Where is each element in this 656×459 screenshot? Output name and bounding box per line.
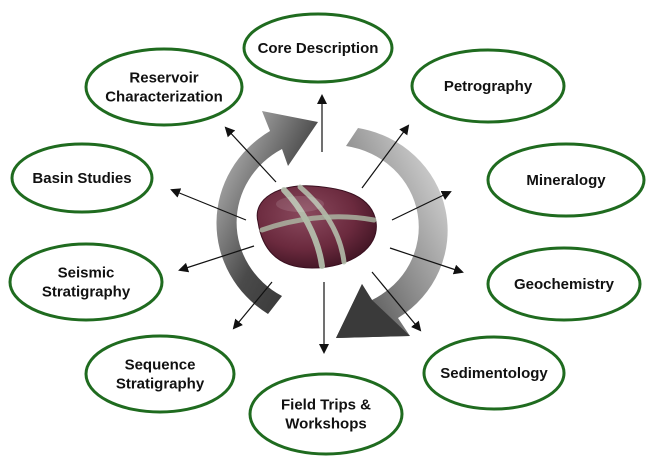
arrow-to-petrography [361, 124, 410, 189]
node-field-trips-workshops: Field Trips & Workshops [248, 372, 404, 456]
arrow-to-mineralogy [391, 190, 452, 221]
node-ellipse [10, 142, 154, 214]
arrow-to-geochemistry [389, 247, 464, 275]
node-ellipse [248, 372, 404, 456]
node-label: Petrography [444, 78, 533, 95]
node-label: Seismic [58, 265, 115, 282]
node-ellipse [8, 242, 164, 322]
node-ellipse [84, 334, 236, 414]
node-mineralogy: Mineralogy [486, 142, 646, 218]
arrow-to-seismic-stratigraphy [178, 245, 255, 273]
node-ellipse [84, 47, 244, 127]
node-label: Stratigraphy [116, 376, 205, 393]
pebble-icon [256, 184, 377, 269]
cycle-arrows [216, 111, 448, 338]
arrow-to-basin-studies [170, 188, 247, 221]
cycle-arrow-right-head [336, 284, 410, 338]
node-ellipse [410, 48, 566, 124]
connector-arrows [170, 94, 464, 354]
node-ellipse [242, 12, 394, 84]
node-sedimentology: Sedimentology [422, 335, 566, 411]
node-geochemistry: Geochemistry [486, 246, 642, 322]
node-label: Mineralogy [526, 172, 606, 189]
arrow-to-reservoir-characterization [224, 126, 277, 183]
node-label: Reservoir [129, 70, 198, 87]
service-nodes: Core DescriptionPetrographyMineralogyGeo… [8, 12, 646, 456]
node-ellipse [422, 335, 566, 411]
arrow-to-sedimentology [371, 271, 422, 332]
node-ellipse [486, 246, 642, 322]
node-label: Core Description [258, 40, 379, 57]
node-basin-studies: Basin Studies [10, 142, 154, 214]
node-label: Sequence [125, 357, 196, 374]
node-core-description: Core Description [242, 12, 394, 84]
arrow-to-sequence-stratigraphy [232, 281, 273, 330]
node-ellipse [486, 142, 646, 218]
node-label: Basin Studies [32, 170, 131, 187]
cycle-arrow-left [216, 111, 318, 314]
node-label: Geochemistry [514, 276, 615, 293]
node-petrography: Petrography [410, 48, 566, 124]
node-label: Workshops [285, 416, 366, 433]
node-label: Field Trips & [281, 397, 371, 414]
node-label: Characterization [105, 89, 223, 106]
cycle-arrow-right [336, 128, 448, 338]
node-label: Stratigraphy [42, 284, 131, 301]
node-label: Sedimentology [440, 365, 548, 382]
